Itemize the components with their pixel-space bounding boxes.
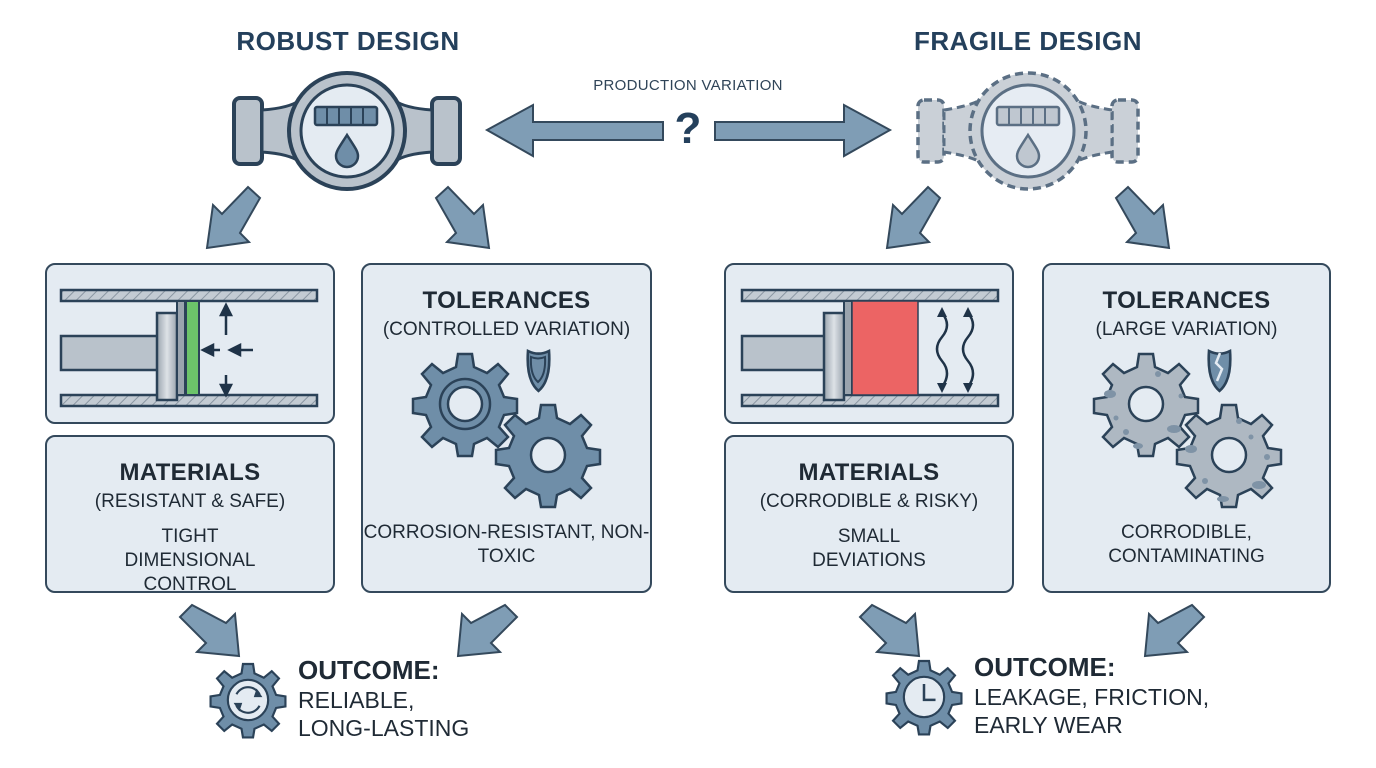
outcome-heading: OUTCOME:	[974, 652, 1116, 682]
broken-shield-icon	[1207, 348, 1232, 393]
tolerances-subheading: (CONTROLLED VARIATION)	[382, 319, 631, 340]
arrow-down-right-icon	[178, 603, 241, 658]
gear-refresh-icon	[209, 662, 287, 739]
outcome-heading: OUTCOME:	[298, 655, 440, 685]
materials-subheading: (RESISTANT & SAFE)	[94, 491, 286, 512]
robust-materials-panel: MATERIALS (RESISTANT & SAFE) TIGHT DIMEN…	[45, 435, 335, 595]
robust-tolerances-panel: TOLERANCES (CONTROLLED VARIATION) CORROS…	[361, 263, 652, 593]
tolerances-subheading: (LARGE VARIATION)	[1095, 319, 1278, 340]
arrow-down-left-icon	[456, 603, 519, 658]
robust-seal-panel	[45, 263, 335, 424]
outcome-line-2: EARLY WEAR	[974, 712, 1123, 738]
tolerances-heading: TOLERANCES	[422, 287, 591, 314]
tight-seal	[185, 300, 200, 396]
fragile-seal-panel	[724, 263, 1014, 424]
fragile-tolerances-panel: TOLERANCES (LARGE VARIATION) CORRODI	[1042, 263, 1331, 593]
materials-heading: MATERIALS	[119, 459, 261, 486]
loose-seal	[851, 300, 919, 396]
tolerances-body: CORRODIBLE, CONTAMINATING	[1108, 522, 1265, 567]
water-meter-dashed-icon	[916, 71, 1140, 191]
outcome-line-1: LEAKAGE, FRICTION,	[974, 684, 1210, 710]
fragile-outcome: OUTCOME: LEAKAGE, FRICTION, EARLY WEAR	[974, 652, 1209, 739]
materials-body: TIGHT DIMENSIONAL CONTROL	[124, 526, 256, 595]
materials-body: SMALL DEVIATIONS	[812, 526, 926, 571]
arrow-down-left-icon	[1143, 603, 1206, 658]
corroded-gears-icon	[1092, 348, 1283, 509]
arrow-down-left-icon	[885, 185, 942, 250]
outcome-line-2: LONG-LASTING	[298, 715, 470, 741]
gears-icon	[411, 348, 602, 509]
question-mark: ?	[674, 104, 702, 153]
materials-heading: MATERIALS	[798, 459, 940, 486]
gear-clock-icon	[885, 659, 963, 736]
production-variation-label: PRODUCTION VARIATION	[593, 77, 783, 94]
shield-icon	[526, 348, 551, 393]
arrow-down-right-icon	[858, 603, 921, 658]
arrow-down-right-icon	[434, 185, 491, 250]
fragile-design-title: FRAGILE DESIGN	[913, 26, 1142, 56]
robust-outcome: OUTCOME: RELIABLE, LONG-LASTING	[298, 655, 469, 742]
left-arrow-icon	[484, 103, 664, 158]
tolerances-body: CORROSION-RESISTANT, NON-TOXIC	[363, 522, 650, 567]
pressure-arrows-icon	[200, 302, 253, 398]
fragile-materials-panel: MATERIALS (CORRODIBLE & RISKY) SMALL DEV…	[724, 435, 1014, 593]
robust-design-title: ROBUST DESIGN	[236, 26, 460, 56]
water-meter-icon	[232, 71, 462, 191]
tolerances-heading: TOLERANCES	[1102, 287, 1271, 314]
outcome-line-1: RELIABLE,	[298, 687, 415, 713]
arrow-down-left-icon	[205, 185, 262, 250]
arrow-down-right-icon	[1114, 185, 1171, 250]
wavy-arrows-icon	[935, 312, 975, 388]
materials-subheading: (CORRODIBLE & RISKY)	[759, 491, 979, 512]
right-arrow-icon	[714, 103, 893, 158]
